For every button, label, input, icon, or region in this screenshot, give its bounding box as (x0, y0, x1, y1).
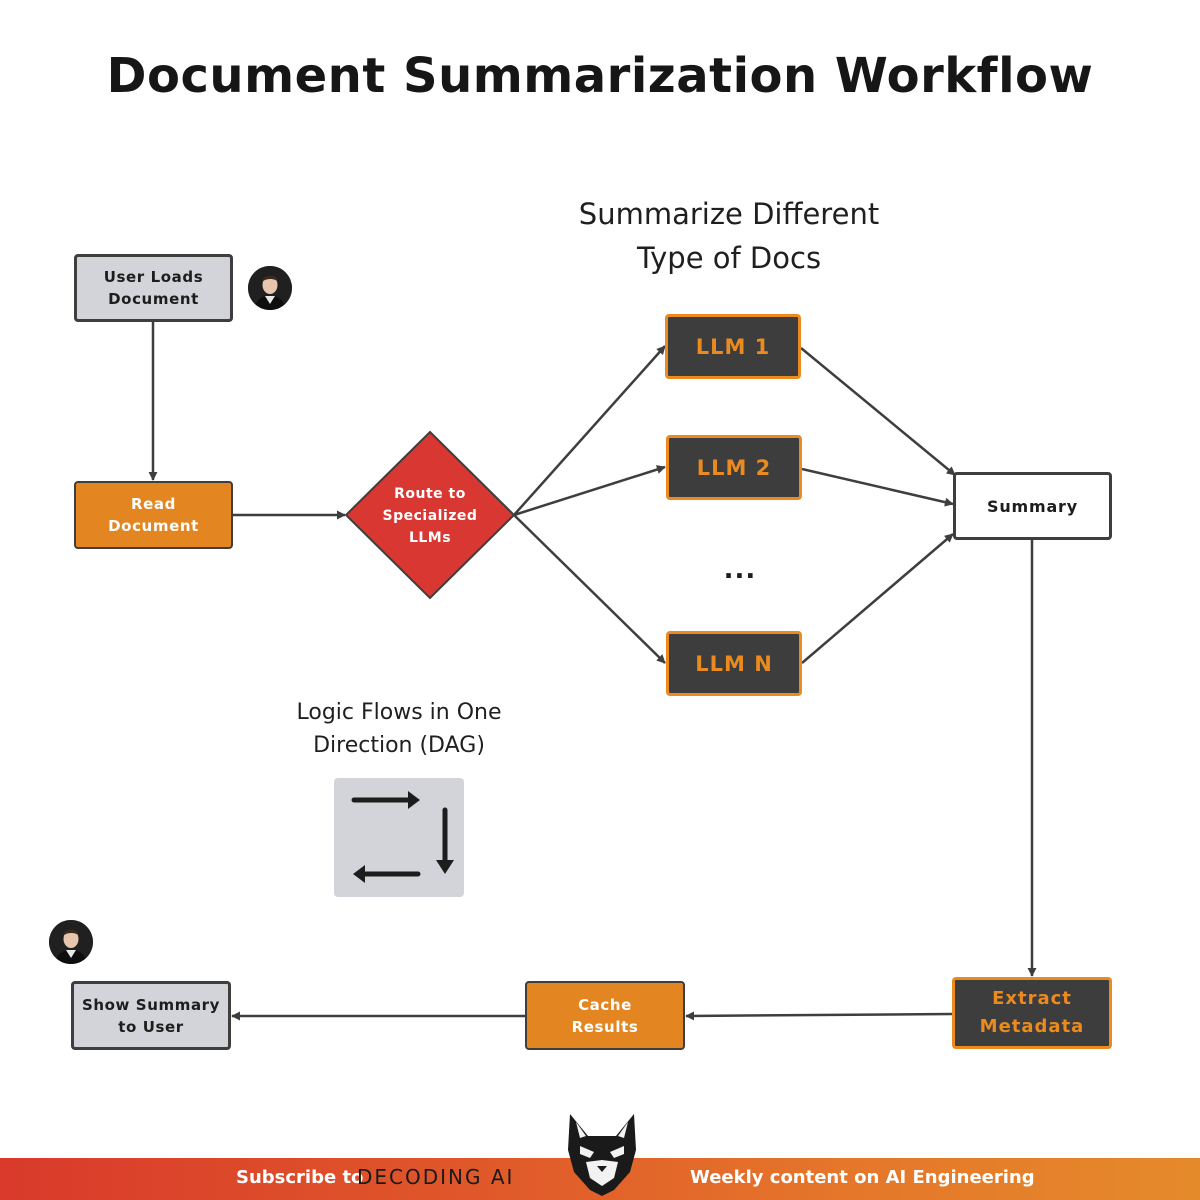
user-loads-document-node: User Loads Document (74, 254, 233, 322)
arrow-extract-to-cache (685, 1011, 953, 1021)
dag-flow-arrows-icon (334, 778, 464, 897)
arrow-llm1-to-summary (800, 347, 956, 476)
llm-n-node: LLM N (666, 631, 802, 696)
summary-node: Summary (953, 472, 1112, 540)
subscribe-text: Subscribe to (236, 1167, 364, 1188)
cache-results-node: Cache Results (525, 981, 685, 1050)
arrow-route-to-llm2 (513, 465, 666, 517)
llm-2-node: LLM 2 (666, 435, 802, 500)
llm-1-node: LLM 1 (665, 314, 801, 379)
arrow-route-to-llmn (513, 514, 666, 664)
caption-summarize: Summarize Different Type of Docs (578, 197, 880, 275)
arrow-llm2-to-summary (801, 467, 954, 507)
read-document-node: Read Document (74, 481, 233, 549)
caption-logic-flows: Logic Flows in One Direction (DAG) (296, 700, 502, 758)
extract-metadata-node: Extract Metadata (952, 977, 1112, 1049)
cat-mascot-icon (560, 1110, 644, 1196)
brand-logo-text[interactable]: DECODING AI (357, 1165, 515, 1189)
page-title: Document Summarization Workflow (106, 48, 1094, 104)
arrow-llmn-to-summary (801, 533, 954, 664)
tagline-text: Weekly content on AI Engineering (690, 1167, 1035, 1188)
more-llms-ellipsis: ... (723, 555, 757, 585)
person-avatar-icon (49, 920, 93, 964)
route-to-llms-label: Route to Specialized LLMs (382, 486, 478, 546)
arrow-route-to-llm1 (513, 345, 666, 516)
show-summary-node: Show Summary to User (71, 981, 231, 1050)
person-avatar-icon (248, 266, 292, 310)
route-decision-diamond (344, 430, 516, 600)
